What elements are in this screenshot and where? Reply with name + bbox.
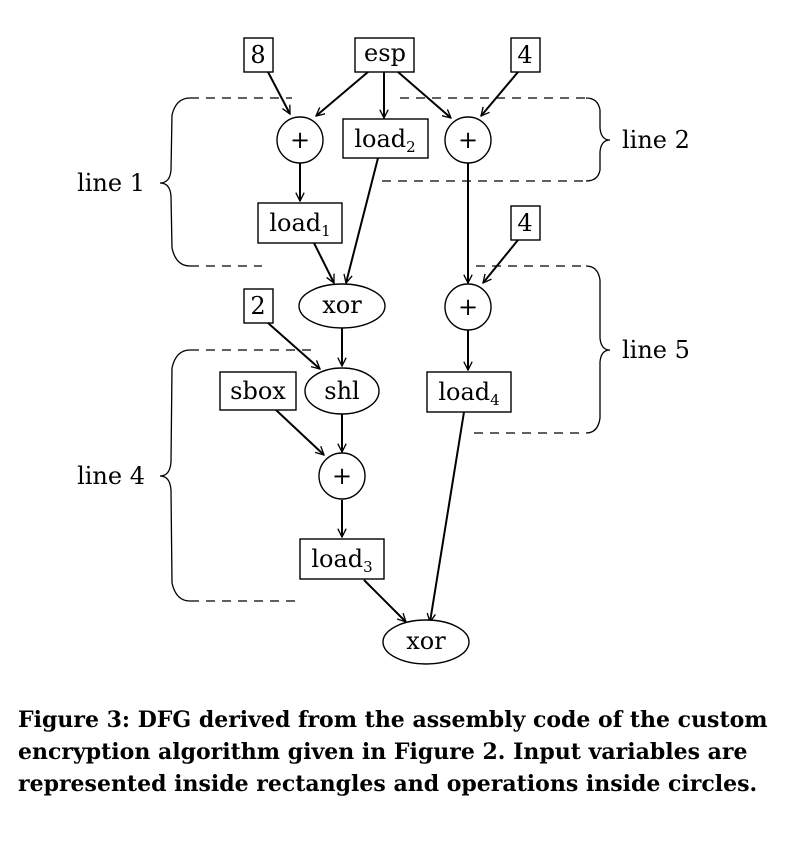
brace-line1	[159, 97, 191, 267]
node-in4b: 4	[510, 205, 541, 241]
edges	[267, 71, 519, 622]
svg-text:load4: load4	[438, 378, 499, 409]
svg-text:4: 4	[517, 209, 532, 237]
group-label-line4: line 4	[77, 462, 145, 490]
node-plus4: +	[318, 452, 366, 500]
svg-text:+: +	[458, 126, 478, 154]
svg-text:load2: load2	[354, 125, 415, 156]
node-shl: shl	[304, 367, 380, 415]
node-sbox: sbox	[219, 371, 297, 411]
svg-text:xor: xor	[406, 627, 446, 655]
svg-text:+: +	[290, 126, 310, 154]
node-load2: load2	[342, 118, 429, 159]
node-xor1: xor	[298, 283, 386, 329]
node-esp: esp	[354, 37, 415, 73]
svg-text:esp: esp	[364, 39, 406, 67]
node-plus2: +	[444, 116, 492, 164]
node-load3: load3	[299, 538, 385, 580]
brace-line5	[585, 265, 611, 434]
node-plus3: +	[444, 283, 492, 331]
svg-text:sbox: sbox	[230, 377, 286, 405]
svg-text:+: +	[458, 293, 478, 321]
node-in2: 2	[243, 288, 274, 324]
brace-line2	[585, 97, 611, 182]
group-label-line2: line 2	[622, 126, 690, 154]
group-line2: line 2	[382, 97, 690, 182]
node-load1: load1	[257, 202, 343, 244]
group-label-line1: line 1	[77, 169, 145, 197]
svg-text:xor: xor	[322, 291, 362, 319]
svg-text:4: 4	[517, 41, 532, 69]
node-in4a: 4	[510, 37, 541, 73]
svg-text:8: 8	[250, 41, 265, 69]
figure-caption: Figure 3: DFG derived from the assembly …	[18, 707, 768, 797]
svg-text:load3: load3	[311, 545, 372, 576]
node-xor2: xor	[382, 619, 470, 665]
group-line5: line 5	[474, 265, 690, 434]
group-label-line5: line 5	[622, 336, 690, 364]
svg-text:2: 2	[250, 292, 265, 320]
svg-text:load1: load1	[269, 209, 330, 240]
node-plus1: +	[276, 116, 324, 164]
group-line4: line 4	[77, 349, 312, 602]
brace-line4	[159, 349, 191, 602]
svg-text:+: +	[332, 462, 352, 490]
node-load4: load4	[426, 371, 512, 413]
group-line1: line 1	[77, 97, 292, 267]
dfg-diagram: line 1 line 2 line 4 line 5	[77, 37, 690, 665]
svg-text:shl: shl	[324, 377, 359, 405]
node-in8: 8	[243, 37, 274, 73]
